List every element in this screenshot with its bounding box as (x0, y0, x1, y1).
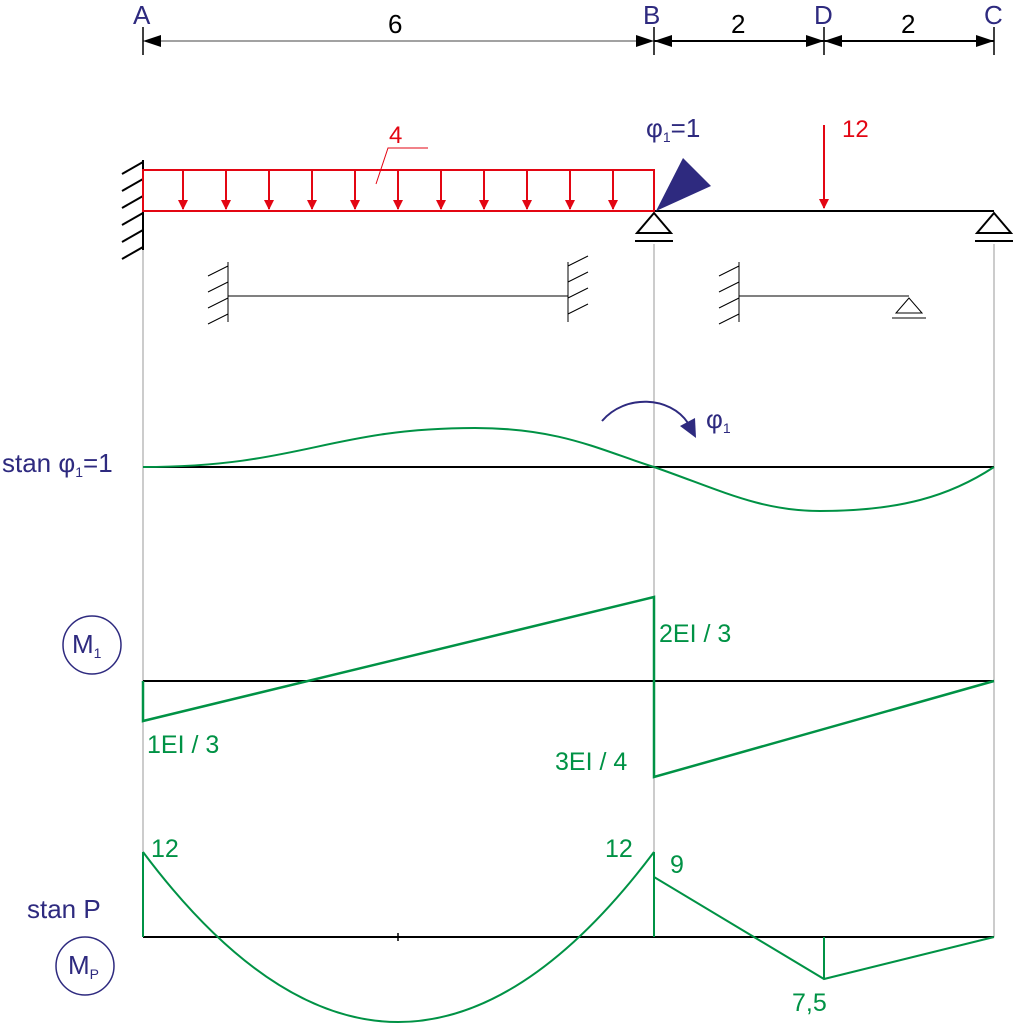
span-label-dc: 2 (901, 9, 915, 39)
rotation-lock-icon (656, 158, 711, 211)
mp-badge: MP (55, 936, 115, 996)
fixed-support-icon (121, 160, 144, 260)
span-label-bd: 2 (731, 9, 745, 39)
vertical-guides (142, 244, 995, 937)
node-label-b: B (643, 0, 660, 30)
mp-parabola-ab (142, 851, 655, 1023)
m1-value-a: 1EI / 3 (147, 731, 219, 759)
state-p-label: stan P (27, 894, 101, 924)
point-load-label: 12 (842, 116, 869, 143)
node-label-d: D (814, 0, 833, 30)
m1-diagram-ab (141, 595, 656, 723)
deflection-curve (142, 426, 995, 513)
m1-badge: M1 (62, 615, 122, 675)
rotation-arrow-icon (601, 400, 689, 424)
m1-diagram-bc (652, 679, 995, 779)
distributed-load-label: 4 (389, 122, 402, 149)
element-scheme-fixed-fixed (207, 255, 589, 325)
rotation-arrow-head (680, 418, 696, 438)
node-label-c: C (984, 0, 1003, 30)
mp-value-b-right: 9 (670, 851, 684, 879)
m1-value-b-left: 2EI / 3 (659, 620, 731, 648)
dimension-line (142, 27, 995, 55)
mp-value-b-left: 12 (605, 835, 633, 863)
rotation-condition-label: φ1=1 (646, 113, 700, 145)
pin-support-icon (974, 211, 1014, 242)
distributed-load (142, 147, 655, 212)
svg-text:MP: MP (68, 950, 99, 982)
m1-value-b-right: 3EI / 4 (555, 748, 627, 776)
pin-support-icon (634, 211, 674, 242)
span-label-ab: 6 (388, 9, 402, 39)
state-phi-label: stan φ1=1 (2, 448, 113, 480)
mp-value-a: 12 (151, 835, 179, 863)
mp-value-d: 7,5 (792, 989, 827, 1017)
rotation-arrow-label: φ1 (706, 404, 731, 436)
element-scheme-fixed-pinned (718, 262, 926, 325)
node-label-a: A (133, 0, 151, 30)
svg-text:M1: M1 (72, 629, 102, 661)
